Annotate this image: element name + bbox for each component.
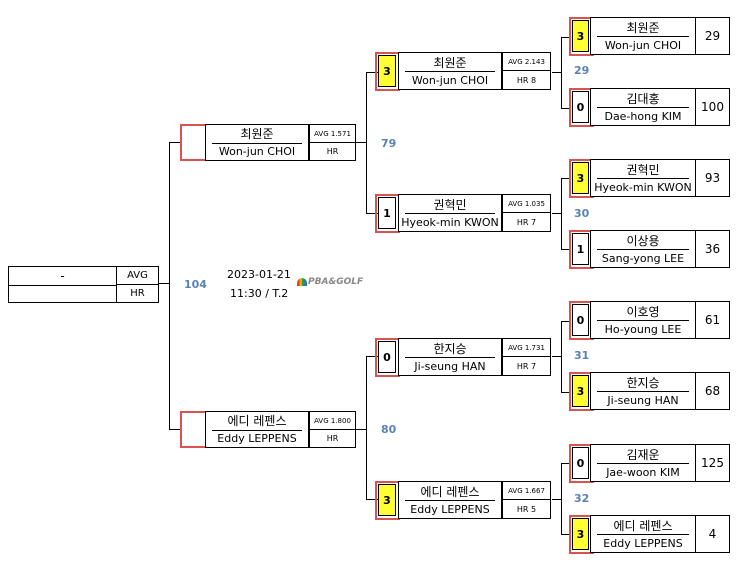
round16-player-box: 김재운 Jae-woon KIM bbox=[590, 444, 696, 482]
round16-score: 0 bbox=[572, 91, 589, 123]
round16-score: 0 bbox=[572, 447, 589, 479]
round16-score: 3 bbox=[572, 375, 589, 407]
quarterfinal-avg: AVG 2.143 bbox=[508, 58, 545, 66]
round16-points: 100 bbox=[695, 88, 730, 126]
round16-player-name-kr: 이호영 bbox=[626, 304, 660, 319]
quarterfinal-stats-box: AVG 1.731 HR 7 bbox=[502, 338, 551, 376]
round16-points: 125 bbox=[695, 444, 730, 482]
quarterfinal-hr: HR 5 bbox=[503, 499, 550, 518]
semifinal-hr: HR bbox=[310, 428, 355, 448]
semifinal-player-name-kr: 에디 레펜스 bbox=[227, 414, 287, 429]
round16-player-name-en: Eddy LEPPENS bbox=[603, 536, 683, 550]
round16-points: 36 bbox=[695, 230, 730, 268]
round16-player-name-kr: 에디 레펜스 bbox=[613, 518, 673, 533]
round16-points: 61 bbox=[695, 301, 730, 339]
semifinal-avg: AVG 1.800 bbox=[314, 416, 351, 425]
round16-player-name-kr: 이상용 bbox=[626, 233, 660, 248]
quarterfinal-stats-box: AVG 2.143 HR 8 bbox=[502, 52, 551, 90]
quarterfinal-player-name-kr: 최원준 bbox=[433, 55, 467, 70]
semifinal-stats-box: AVG 1.571 HR bbox=[309, 124, 356, 161]
quarterfinal-match-number: 32 bbox=[574, 492, 590, 505]
quarterfinal-player-name-en: Hyeok-min KWON bbox=[401, 215, 499, 229]
round16-player-box: 이호영 Ho-young LEE bbox=[590, 301, 696, 339]
quarterfinal-match-number: 29 bbox=[574, 64, 590, 77]
round16-score: 0 bbox=[572, 304, 589, 336]
round16-player-box: 이상용 Sang-yong LEE bbox=[590, 230, 696, 268]
final-hr-label: HR bbox=[117, 283, 158, 303]
round16-player-name-en: Ho-young LEE bbox=[604, 322, 682, 336]
round16-score: 1 bbox=[572, 233, 589, 265]
quarterfinal-player-name-kr: 권혁민 bbox=[433, 197, 467, 212]
quarterfinal-stats-box: AVG 1.035 HR 7 bbox=[502, 194, 551, 232]
final-match-number: 104 bbox=[184, 278, 207, 291]
round16-player-box: 에디 레펜스 Eddy LEPPENS bbox=[590, 515, 696, 553]
quarterfinal-player-box: 한지승 Ji-seung HAN bbox=[398, 338, 502, 376]
round16-player-name-en: Ji-seung HAN bbox=[607, 393, 679, 407]
quarterfinal-player-name-en: Eddy LEPPENS bbox=[410, 502, 490, 516]
semifinal-player-name-kr: 최원준 bbox=[240, 127, 274, 142]
round16-player-box: 최원준 Won-jun CHOI bbox=[590, 17, 696, 55]
semifinal-avg: AVG 1.571 bbox=[314, 129, 351, 138]
quarterfinal-avg: AVG 1.667 bbox=[508, 487, 545, 495]
quarterfinal-player-name-kr: 에디 레펜스 bbox=[420, 484, 480, 499]
quarterfinal-match-number: 30 bbox=[574, 207, 590, 220]
round16-points: 29 bbox=[695, 17, 730, 55]
quarterfinal-hr: HR 8 bbox=[503, 70, 550, 89]
final-player-name: - bbox=[60, 268, 65, 283]
semifinal-player-box: 에디 레펜스 Eddy LEPPENS bbox=[205, 411, 309, 448]
round16-player-box: 김대홍 Dae-hong KIM bbox=[590, 88, 696, 126]
round16-player-name-en: Sang-yong LEE bbox=[601, 251, 685, 265]
round16-points: 4 bbox=[695, 515, 730, 553]
semifinal-match-number: 80 bbox=[381, 423, 397, 436]
round16-player-box: 권혁민 Hyeok-min KWON bbox=[590, 159, 696, 197]
brand-logo: PBA&GOLF bbox=[297, 277, 363, 287]
quarterfinal-stats-box: AVG 1.667 HR 5 bbox=[502, 481, 551, 519]
quarterfinal-score: 1 bbox=[378, 197, 396, 229]
round16-player-name-kr: 권혁민 bbox=[626, 162, 660, 177]
round16-player-name-en: Jae-woon KIM bbox=[606, 465, 680, 479]
round16-score: 3 bbox=[572, 20, 589, 52]
round16-player-name-en: Hyeok-min KWON bbox=[594, 180, 692, 194]
round16-player-box: 한지승 Ji-seung HAN bbox=[590, 372, 696, 410]
quarterfinal-player-name-en: Won-jun CHOI bbox=[411, 73, 489, 87]
semifinal-player-name-en: Eddy LEPPENS bbox=[217, 431, 297, 445]
match-date: 2023-01-21 bbox=[227, 268, 291, 281]
quarterfinal-player-box: 에디 레펜스 Eddy LEPPENS bbox=[398, 481, 502, 519]
semifinal-match-number: 79 bbox=[381, 137, 397, 150]
quarterfinal-player-name-en: Ji-seung HAN bbox=[414, 359, 486, 373]
round16-points: 93 bbox=[695, 159, 730, 197]
quarterfinal-match-number: 31 bbox=[574, 349, 590, 362]
final-avg-label: AVG bbox=[127, 270, 148, 282]
peacock-icon bbox=[297, 278, 307, 286]
semifinal-player-name-en: Won-jun CHOI bbox=[218, 144, 296, 158]
quarterfinal-hr: HR 7 bbox=[503, 212, 550, 231]
quarterfinal-avg: AVG 1.035 bbox=[508, 200, 545, 208]
final-player-box: - AVG HR bbox=[8, 266, 159, 303]
match-time-table: 11:30 / T.2 bbox=[230, 287, 289, 300]
round16-player-name-kr: 김재운 bbox=[626, 447, 660, 462]
quarterfinal-hr: HR 7 bbox=[503, 356, 550, 375]
round16-player-name-kr: 김대홍 bbox=[626, 91, 660, 106]
quarterfinal-player-box: 권혁민 Hyeok-min KWON bbox=[398, 194, 502, 232]
round16-player-name-kr: 최원준 bbox=[626, 20, 660, 35]
brand-name: PBA&GOLF bbox=[308, 277, 364, 287]
quarterfinal-avg: AVG 1.731 bbox=[508, 344, 545, 352]
round16-points: 68 bbox=[695, 372, 730, 410]
quarterfinal-score: 3 bbox=[378, 55, 396, 87]
final-name-cell: - bbox=[9, 267, 117, 302]
quarterfinal-score: 0 bbox=[378, 341, 396, 373]
round16-player-name-en: Dae-hong KIM bbox=[604, 109, 682, 123]
quarterfinal-player-name-kr: 한지승 bbox=[433, 341, 467, 356]
semifinal-player-box: 최원준 Won-jun CHOI bbox=[205, 124, 309, 161]
quarterfinal-score: 3 bbox=[378, 484, 396, 516]
round16-player-name-en: Won-jun CHOI bbox=[604, 38, 682, 52]
round16-player-name-kr: 한지승 bbox=[626, 375, 660, 390]
semifinal-stats-box: AVG 1.800 HR bbox=[309, 411, 356, 448]
round16-score: 3 bbox=[572, 518, 589, 550]
semifinal-hr: HR bbox=[310, 141, 355, 161]
round16-score: 3 bbox=[572, 162, 589, 194]
quarterfinal-player-box: 최원준 Won-jun CHOI bbox=[398, 52, 502, 90]
